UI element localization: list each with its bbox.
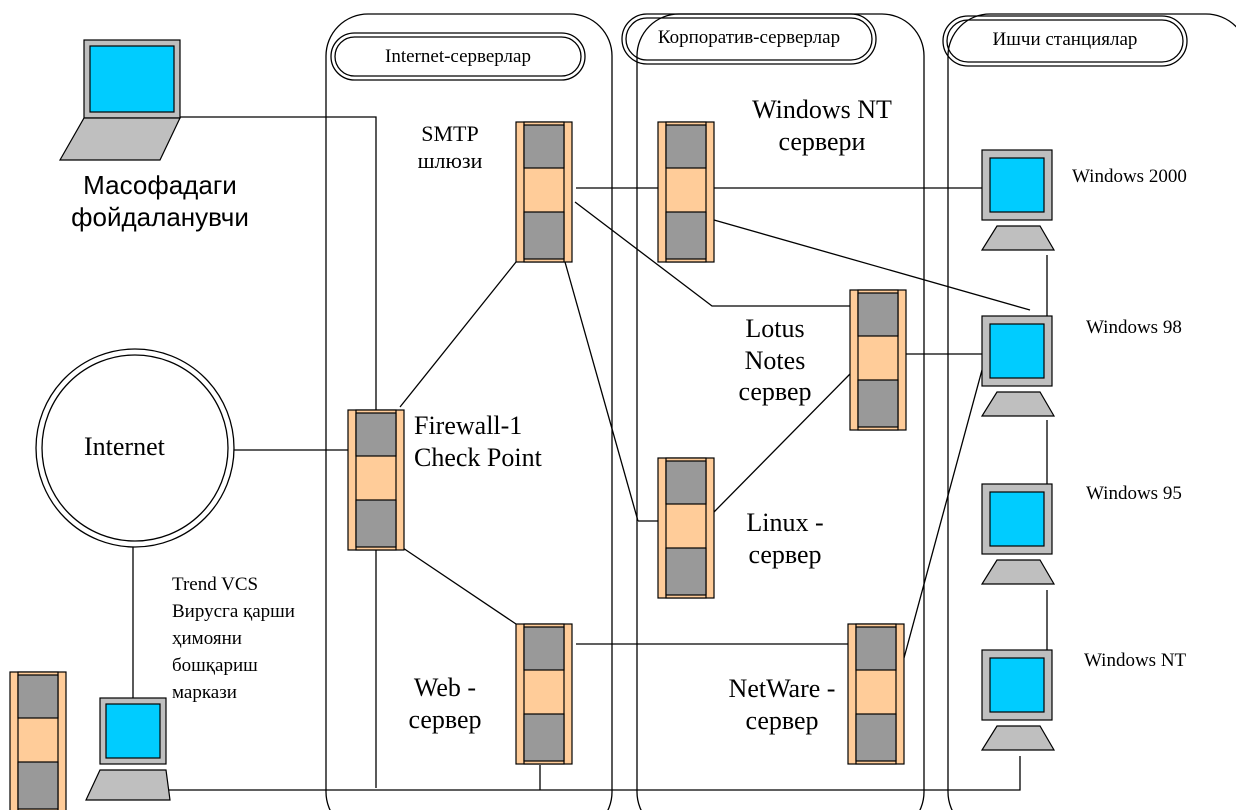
remote-user-label: Масофадаги фойдаланувчи bbox=[71, 170, 249, 232]
win2000-label: Windows 2000 bbox=[1072, 166, 1187, 187]
trend-laptop-icon bbox=[85, 697, 171, 801]
zone-internet-servers bbox=[325, 13, 613, 810]
workstation-win98-icon bbox=[981, 315, 1055, 417]
smtp-server-icon bbox=[515, 121, 573, 263]
linux-label: Linux - сервер bbox=[746, 508, 824, 569]
internet-label: Internet bbox=[84, 432, 165, 461]
trend-server-icon bbox=[9, 671, 67, 810]
winnt-label: Windows NT bbox=[1084, 650, 1187, 671]
lotus-server-icon bbox=[849, 289, 907, 431]
laptop-icon bbox=[58, 39, 181, 161]
workstation-winnt-icon bbox=[981, 649, 1055, 751]
internet-circle bbox=[35, 348, 235, 548]
connection-lines bbox=[132, 116, 1048, 791]
win98-label: Windows 98 bbox=[1086, 317, 1182, 338]
zone-title-internet-servers: Internet-серверлар bbox=[385, 46, 531, 67]
linux-server-icon bbox=[657, 457, 715, 599]
web-server-label: Web - сервер bbox=[408, 673, 482, 734]
workstation-win95-icon bbox=[981, 483, 1055, 585]
netware-server-icon bbox=[847, 623, 905, 765]
zone-workstations bbox=[942, 13, 1236, 810]
smtp-label: SMTP шлюзи bbox=[417, 121, 483, 173]
netware-label: NetWare - сервер bbox=[728, 674, 836, 735]
workstation-win2000-icon bbox=[981, 149, 1055, 251]
web-server-icon bbox=[515, 623, 573, 765]
firewall-label: Firewall-1 Check Point bbox=[414, 411, 542, 472]
firewall-server-icon bbox=[347, 409, 405, 551]
lotus-label: Lotus Notes сервер bbox=[738, 314, 812, 407]
zone-corporate-servers bbox=[621, 13, 925, 810]
win95-label: Windows 95 bbox=[1086, 483, 1182, 504]
winnt-server-icon bbox=[657, 121, 715, 263]
zone-title-workstations: Ишчи станциялар bbox=[992, 29, 1138, 50]
zone-title-corporate-servers: Корпоратив-серверлар bbox=[657, 27, 841, 48]
winnt-server-label: Windows NT сервери bbox=[752, 95, 892, 156]
trend-label: Trend VCS Вирусга қарши ҳимояни бошқариш… bbox=[172, 574, 295, 703]
